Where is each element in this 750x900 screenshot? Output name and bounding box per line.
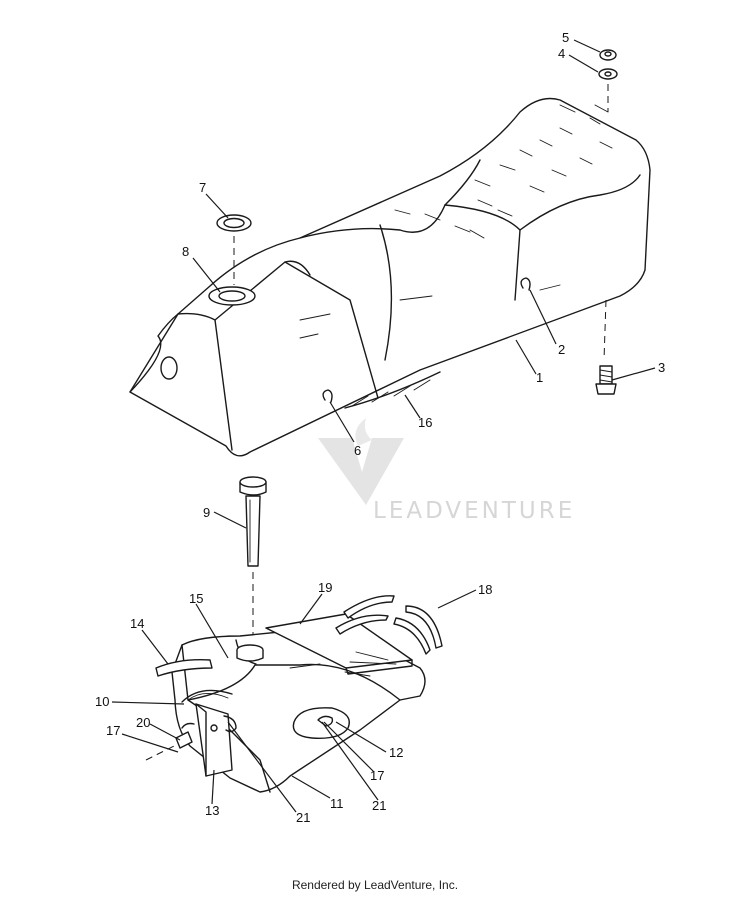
callout-4: 4 [558,46,565,61]
callout-13: 13 [205,803,219,818]
callout-8: 8 [182,244,189,259]
leader-lines [111,39,656,813]
watermark: LEADVENTURE [318,418,575,524]
callout-16: 16 [418,415,432,430]
callout-3: 3 [658,360,665,375]
seal-ring-7 [216,214,252,285]
callout-14: 14 [130,616,144,631]
callout-7: 7 [199,180,206,195]
callout-11: 11 [330,796,344,811]
callout-17-right: 17 [370,768,384,783]
seat-assembly [129,97,651,457]
callout-9: 9 [203,505,210,520]
fasteners-3-4-5 [595,49,618,395]
fuel-tank [145,629,426,793]
watermark-text: LEADVENTURE [373,498,575,524]
callout-21-right: 21 [372,798,386,813]
callout-17-left: 17 [106,723,120,738]
pad-19 [265,613,413,675]
callout-18: 18 [478,582,492,597]
callout-21-left: 21 [296,810,310,825]
callout-1: 1 [536,370,543,385]
callout-10: 10 [95,694,109,709]
footer-credit: Rendered by LeadVenture, Inc. [291,878,459,892]
callout-5: 5 [562,30,569,45]
callout-6: 6 [354,443,361,458]
straps-18 [335,595,443,655]
grommet-8 [208,286,256,306]
callout-12: 12 [389,745,403,760]
callout-20: 20 [136,715,150,730]
callout-labels: 1 2 3 4 5 6 7 8 9 10 11 12 13 14 15 16 1… [95,30,665,825]
callout-15: 15 [189,591,203,606]
callout-2: 2 [558,342,565,357]
filler-neck-9 [239,476,267,640]
callout-19: 19 [318,580,332,595]
